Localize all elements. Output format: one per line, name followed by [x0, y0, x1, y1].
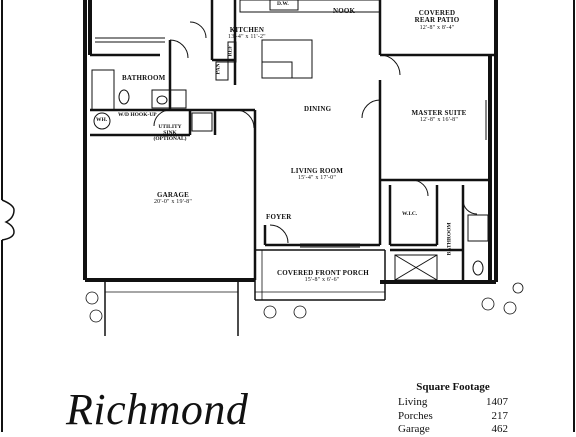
row-label: Garage [398, 423, 430, 435]
dining-label: DINING [304, 105, 332, 113]
exterior-walls [83, 0, 498, 284]
interior-walls [90, 0, 496, 282]
utility-sink-label: UTILITY SINK (OPTIONAL) [153, 124, 187, 142]
patio-label: COVERED REAR PATIO 12'-8" x 8'-4" [414, 9, 460, 31]
door-swings [153, 21, 478, 244]
table-row: Living 1407 [398, 396, 508, 410]
table-row: Garage 462 [398, 423, 508, 437]
row-value: 1407 [486, 396, 508, 408]
kitchen-fixtures [215, 0, 381, 81]
square-footage-title: Square Footage [416, 381, 490, 393]
row-value: 217 [491, 409, 509, 422]
pantry-label: PAN [215, 63, 222, 75]
porch-and-garage-door [104, 249, 386, 336]
row-value: 462 [491, 423, 509, 435]
washer-dryer-label: W/D HOOK-UP [118, 112, 157, 118]
utility-fixtures [93, 112, 213, 132]
square-footage-table: Square Footage Living 1407 Porches 217 G… [398, 381, 508, 437]
row-label: Living [398, 396, 428, 408]
master-bathroom-label: BATHROOM [446, 222, 453, 256]
dishwasher-label: D.W. [277, 1, 289, 7]
windows [95, 37, 487, 248]
plan-title: Richmond [66, 385, 249, 434]
landscaping-shrubs [85, 282, 524, 323]
master-suite-label: MASTER SUITE 12'-8" x 16'-8" [411, 109, 467, 124]
foyer-label: FOYER [266, 213, 292, 221]
row-label: Porches [398, 409, 433, 422]
table-row: Porches 217 [398, 410, 508, 424]
kitchen-label: KITCHEN 13'-4" x 11'-2" [228, 26, 266, 41]
garage-label: GARAGE 20'-0" x 19'-8" [153, 191, 193, 206]
bathroom-label: BATHROOM [122, 74, 166, 82]
wic-label: W.I.C. [402, 211, 418, 217]
bath-fixtures [91, 69, 489, 281]
water-heater-label: WH. [96, 117, 108, 123]
front-porch-label: COVERED FRONT PORCH 15'-8" x 6'-6" [277, 269, 369, 284]
nook-label: NOOK [333, 7, 356, 15]
refrigerator-label: REF [227, 45, 234, 57]
living-room-label: LIVING ROOM 15'-4" x 17'-0" [290, 167, 344, 182]
